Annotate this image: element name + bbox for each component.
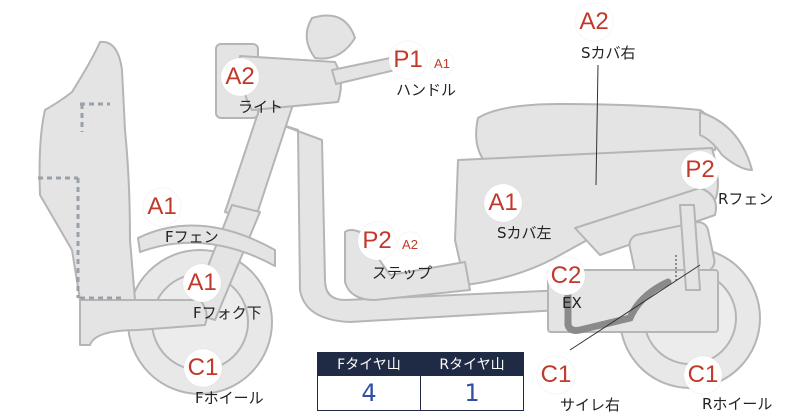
exhaust-label: EX — [562, 294, 582, 312]
tire-table-header-row: Fタイヤ山 Rタイヤ山 — [317, 352, 524, 376]
exhaust-grade-badge: C2 — [547, 257, 585, 295]
engine-block — [547, 269, 719, 333]
seat — [475, 103, 717, 163]
muffler-leader — [569, 264, 701, 351]
muffler-right-grade-badge: C1 — [537, 356, 575, 394]
s-cover-left-grade-badge: A1 — [484, 184, 522, 222]
handle-label: ハンドル — [396, 81, 457, 99]
handle-grade-badge-small: A1 — [430, 51, 454, 75]
r-fender-grade-badge: P2 — [681, 151, 719, 189]
front-tire-value: 4 — [317, 375, 421, 411]
front-shield — [38, 40, 136, 301]
f-wheel-grade-badge: C1 — [184, 349, 222, 387]
step-grade-badge-small: A2 — [398, 232, 422, 256]
handle-grade-badge: P1 — [389, 41, 427, 79]
front-tire-header: Fタイヤ山 — [317, 352, 421, 376]
light-label: ライト — [238, 98, 284, 116]
f-fork-lower-label: Fフォク下 — [193, 304, 262, 322]
rear-tire-value: 1 — [420, 375, 524, 411]
s-cover-right-leader — [595, 64, 599, 186]
rear-tire-header: Rタイヤ山 — [420, 352, 524, 376]
f-fender-label: Fフェン — [165, 228, 219, 246]
s-cover-left-label: Sカバ左 — [497, 224, 552, 242]
tire-table-value-row: 4 1 — [317, 375, 524, 411]
light-grade-badge: A2 — [221, 58, 259, 96]
rear-fender — [699, 111, 753, 171]
front-shield-lower — [79, 299, 208, 346]
exhaust-pipe — [564, 266, 672, 334]
f-fender-grade-badge: A1 — [143, 188, 181, 226]
mirror — [305, 14, 356, 60]
floor-step — [344, 229, 471, 301]
s-cover-right-label: Sカバ右 — [581, 44, 636, 62]
f-wheel-label: Fホイール — [195, 389, 264, 407]
muffler-right-label: サイレ右 — [560, 396, 621, 414]
step-label: ステップ — [372, 264, 433, 282]
r-fender-label: Rフェン — [718, 190, 774, 208]
front-fender — [137, 224, 276, 267]
tire-tread-table: Fタイヤ山 Rタイヤ山 4 1 — [317, 352, 524, 411]
s-cover-right-grade-badge: A2 — [575, 3, 613, 41]
step-grade-badge: P2 — [358, 222, 396, 260]
r-wheel-grade-badge: C1 — [684, 356, 722, 394]
f-fork-lower-grade-badge: A1 — [183, 264, 221, 302]
r-wheel-label: Rホイール — [702, 395, 773, 413]
